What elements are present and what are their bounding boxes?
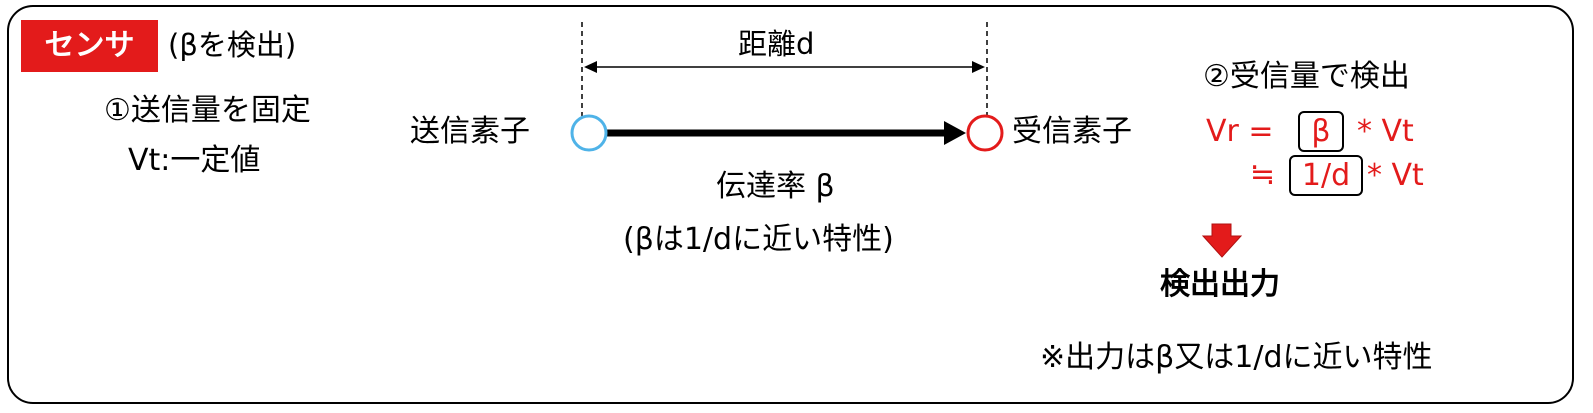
rate-label: 伝達率 β [716, 169, 835, 204]
sensor-badge: センサ [21, 20, 158, 72]
receive-step-label: ②受信量で検出 [1203, 59, 1410, 94]
inverse-distance-box [1289, 155, 1363, 196]
equation-2-rhs: * Vt [1367, 158, 1424, 193]
rate-note: (βは1/dに近い特性) [623, 222, 894, 257]
equation-2-boxed: 1/d [1301, 158, 1351, 193]
rx-element-circle [966, 114, 1004, 152]
output-note: ※出力はβ又は1/dに近い特性 [1040, 340, 1433, 375]
beta-box [1298, 111, 1344, 152]
distance-arrow-left-head [584, 61, 597, 73]
tx-element-circle [570, 114, 608, 152]
equation-1-lhs: Vr = [1206, 114, 1274, 149]
output-down-arrow [1201, 223, 1243, 258]
diagram-frame [7, 5, 1574, 404]
distance-label: 距離d [738, 27, 815, 61]
transmit-value-label: Vt:一定値 [128, 143, 261, 178]
detect-note: (βを検出) [168, 28, 297, 62]
rx-element-label: 受信素子 [1012, 114, 1132, 149]
transmission-arrow-head [944, 121, 966, 145]
transmit-step-label: ①送信量を固定 [104, 93, 311, 128]
equation-1-boxed: β [1311, 114, 1331, 149]
detection-output-label: 検出出力 [1160, 267, 1280, 302]
equation-1-rhs: * Vt [1357, 114, 1414, 149]
equation-2-lhs: ≒ [1250, 157, 1276, 192]
distance-arrow-right-head [972, 61, 985, 73]
tx-element-label: 送信素子 [410, 114, 530, 149]
